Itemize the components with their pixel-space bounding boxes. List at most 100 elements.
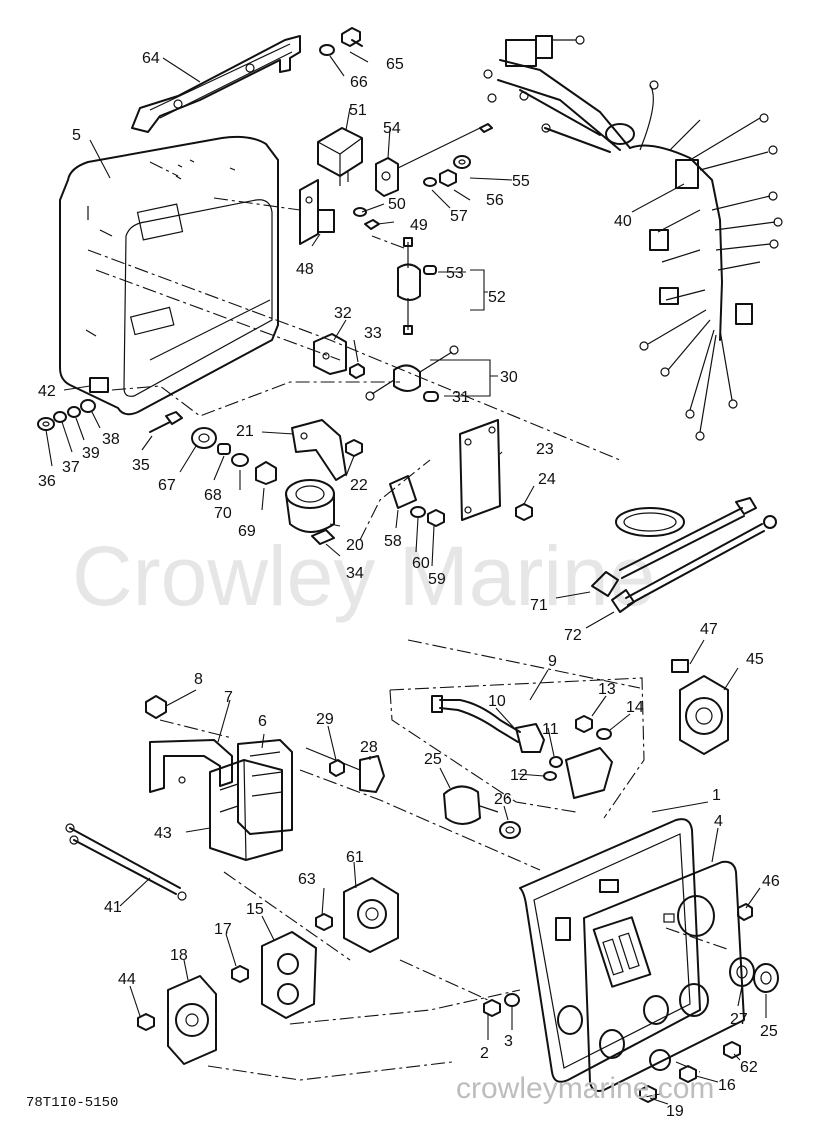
screw-29 [329, 759, 345, 777]
callout-12: 12 [510, 767, 528, 784]
callout-70: 70 [214, 505, 232, 522]
callout-67: 67 [158, 477, 176, 494]
callout-32: 32 [334, 305, 352, 322]
bushing-67 [191, 427, 217, 449]
assembly-lines [87, 161, 731, 1099]
callout-labels: 64 65 66 51 54 5 55 56 57 50 49 48 40 53… [38, 50, 780, 1120]
knob-25 [753, 963, 779, 993]
callout-72: 72 [564, 627, 582, 644]
sub-panel-4 [583, 860, 745, 1092]
callout-61: 61 [346, 849, 364, 866]
filter-20 [285, 479, 335, 533]
callout-44: 44 [118, 971, 136, 988]
callout-6: 6 [258, 713, 267, 730]
callout-59: 59 [428, 571, 446, 588]
callout-13: 13 [598, 681, 616, 698]
callout-17: 17 [214, 921, 232, 938]
callout-69: 69 [238, 523, 256, 540]
callout-1: 1 [712, 787, 721, 804]
bolt-8 [145, 695, 167, 719]
starter-switch-30 [365, 345, 459, 401]
callout-33: 33 [364, 325, 382, 342]
website-watermark: crowleymarine.com [456, 1072, 714, 1105]
screw-46 [737, 903, 753, 921]
plug-31 [423, 391, 439, 402]
callout-50: 50 [388, 196, 406, 213]
grommet-55 [453, 155, 471, 169]
screw-49 [364, 219, 380, 230]
screw-2 [483, 999, 501, 1017]
callout-53: 53 [446, 265, 464, 282]
nut-44 [137, 1013, 155, 1031]
callout-16: 16 [718, 1077, 736, 1094]
screw-59 [427, 509, 445, 527]
callout-65: 65 [386, 56, 404, 73]
callout-43: 43 [154, 825, 172, 842]
bolt-42 [89, 377, 109, 393]
washer-60 [410, 506, 426, 518]
callout-25-switch: 25 [424, 751, 442, 768]
screw-24 [515, 503, 533, 521]
callout-21: 21 [236, 423, 254, 440]
bracket-64 [131, 35, 301, 133]
plug-11 [549, 756, 563, 768]
callout-41: 41 [104, 899, 122, 916]
callout-28: 28 [360, 739, 378, 756]
washer-50 [353, 207, 367, 217]
bolt-69 [255, 461, 277, 485]
outlet-61 [343, 877, 399, 953]
callout-19: 19 [666, 1103, 684, 1120]
callout-20: 20 [346, 537, 364, 554]
washer-3 [504, 993, 520, 1007]
pad-34 [311, 529, 335, 545]
bracket-21 [291, 419, 347, 481]
callout-15: 15 [246, 901, 264, 918]
callout-40: 40 [614, 213, 632, 230]
nut-62 [723, 1041, 741, 1059]
callout-62: 62 [740, 1059, 758, 1076]
bolt-35 [149, 411, 183, 433]
callout-47: 47 [700, 621, 718, 638]
fuse-holder-52 [397, 237, 421, 335]
bracket-7 [149, 739, 233, 793]
fuse-53 [423, 265, 437, 275]
outlet-15 [261, 931, 317, 1019]
plug-12 [543, 771, 557, 781]
callout-54: 54 [383, 120, 401, 137]
callout-26: 26 [494, 791, 512, 808]
nut-22 [345, 439, 363, 457]
washer-39 [67, 406, 81, 418]
grommet-26 [499, 821, 521, 839]
harness-9 [431, 695, 521, 743]
callout-29: 29 [316, 711, 334, 728]
callout-11: 11 [542, 721, 559, 738]
washer-38 [80, 399, 96, 413]
callout-34: 34 [346, 565, 364, 582]
callout-52: 52 [488, 289, 506, 306]
inverter-6 [237, 739, 293, 835]
nut-63 [315, 913, 333, 931]
control-panel-1 [519, 818, 701, 1083]
nut-56 [439, 169, 457, 187]
wire-harness-40 [483, 35, 783, 441]
spacer-68 [217, 443, 231, 455]
relay-51 [317, 127, 363, 186]
outlet-45 [671, 659, 729, 755]
diagram-code: 78T1I0-5150 [26, 1095, 118, 1111]
washer-66 [319, 44, 335, 56]
callout-56: 56 [486, 192, 504, 209]
callout-45: 45 [746, 651, 764, 668]
screw-16 [679, 1065, 697, 1083]
switch-28 [305, 747, 385, 793]
callout-25-knob: 25 [760, 1023, 778, 1040]
callout-3: 3 [504, 1033, 513, 1050]
cap-36 [37, 417, 55, 431]
callout-7: 7 [224, 689, 233, 706]
plate-23 [459, 419, 501, 521]
callout-30: 30 [500, 369, 518, 386]
washer-57 [423, 177, 437, 187]
bracket-48 [299, 179, 335, 245]
callout-37: 37 [62, 459, 80, 476]
callout-42: 42 [38, 383, 56, 400]
callout-57: 57 [450, 208, 468, 225]
